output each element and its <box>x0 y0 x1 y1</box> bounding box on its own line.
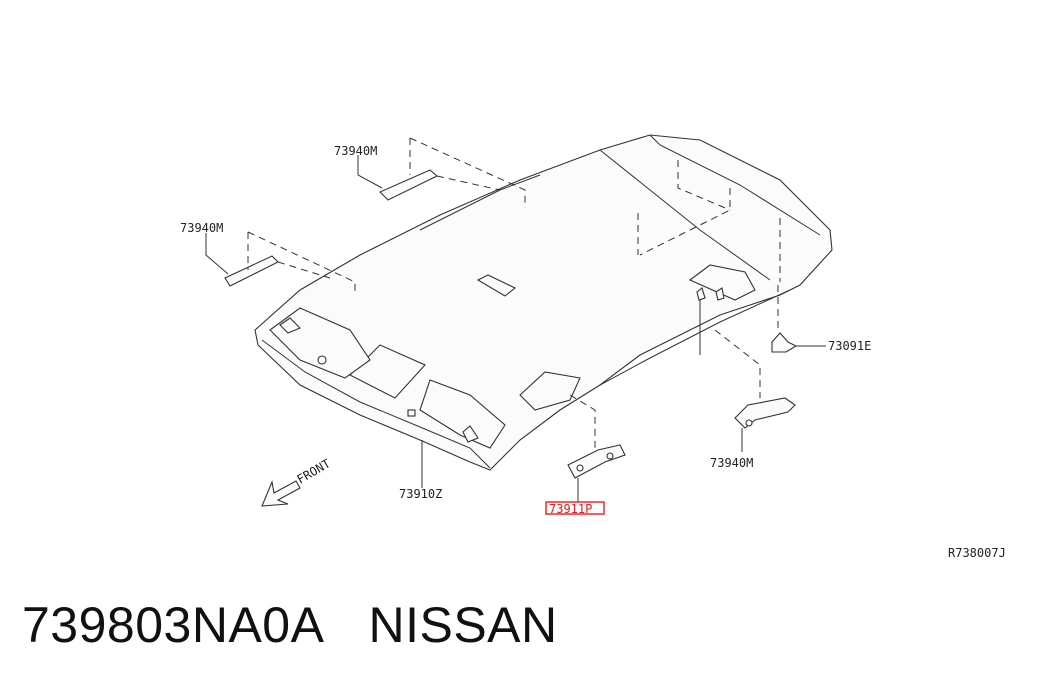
label-grip-left: 73940M <box>180 221 223 235</box>
part-caption: 739803NA0A NISSAN <box>22 596 558 654</box>
front-arrow-icon <box>261 480 301 507</box>
part-number: 739803NA0A <box>22 597 325 653</box>
assist-grip-right <box>714 329 796 452</box>
rear-fixing-lines <box>637 160 781 282</box>
bracket-highlight-box <box>545 501 605 515</box>
assist-grip-top <box>357 137 526 208</box>
label-front: FRONT <box>295 456 333 486</box>
label-clip: 73091E <box>828 339 871 353</box>
brand-name: NISSAN <box>368 597 558 653</box>
headlining-panel <box>254 134 833 471</box>
label-headlining: 73910Z <box>399 487 442 501</box>
diagram-ref-code: R738007J <box>948 546 1006 560</box>
label-bracket: 73911P <box>549 502 592 516</box>
label-grip-top: 73940M <box>334 144 377 158</box>
assist-grip-left <box>205 231 356 292</box>
clip-73091E <box>771 285 826 353</box>
label-grip-right: 73940M <box>710 456 753 470</box>
bracket-73911P <box>545 394 626 515</box>
